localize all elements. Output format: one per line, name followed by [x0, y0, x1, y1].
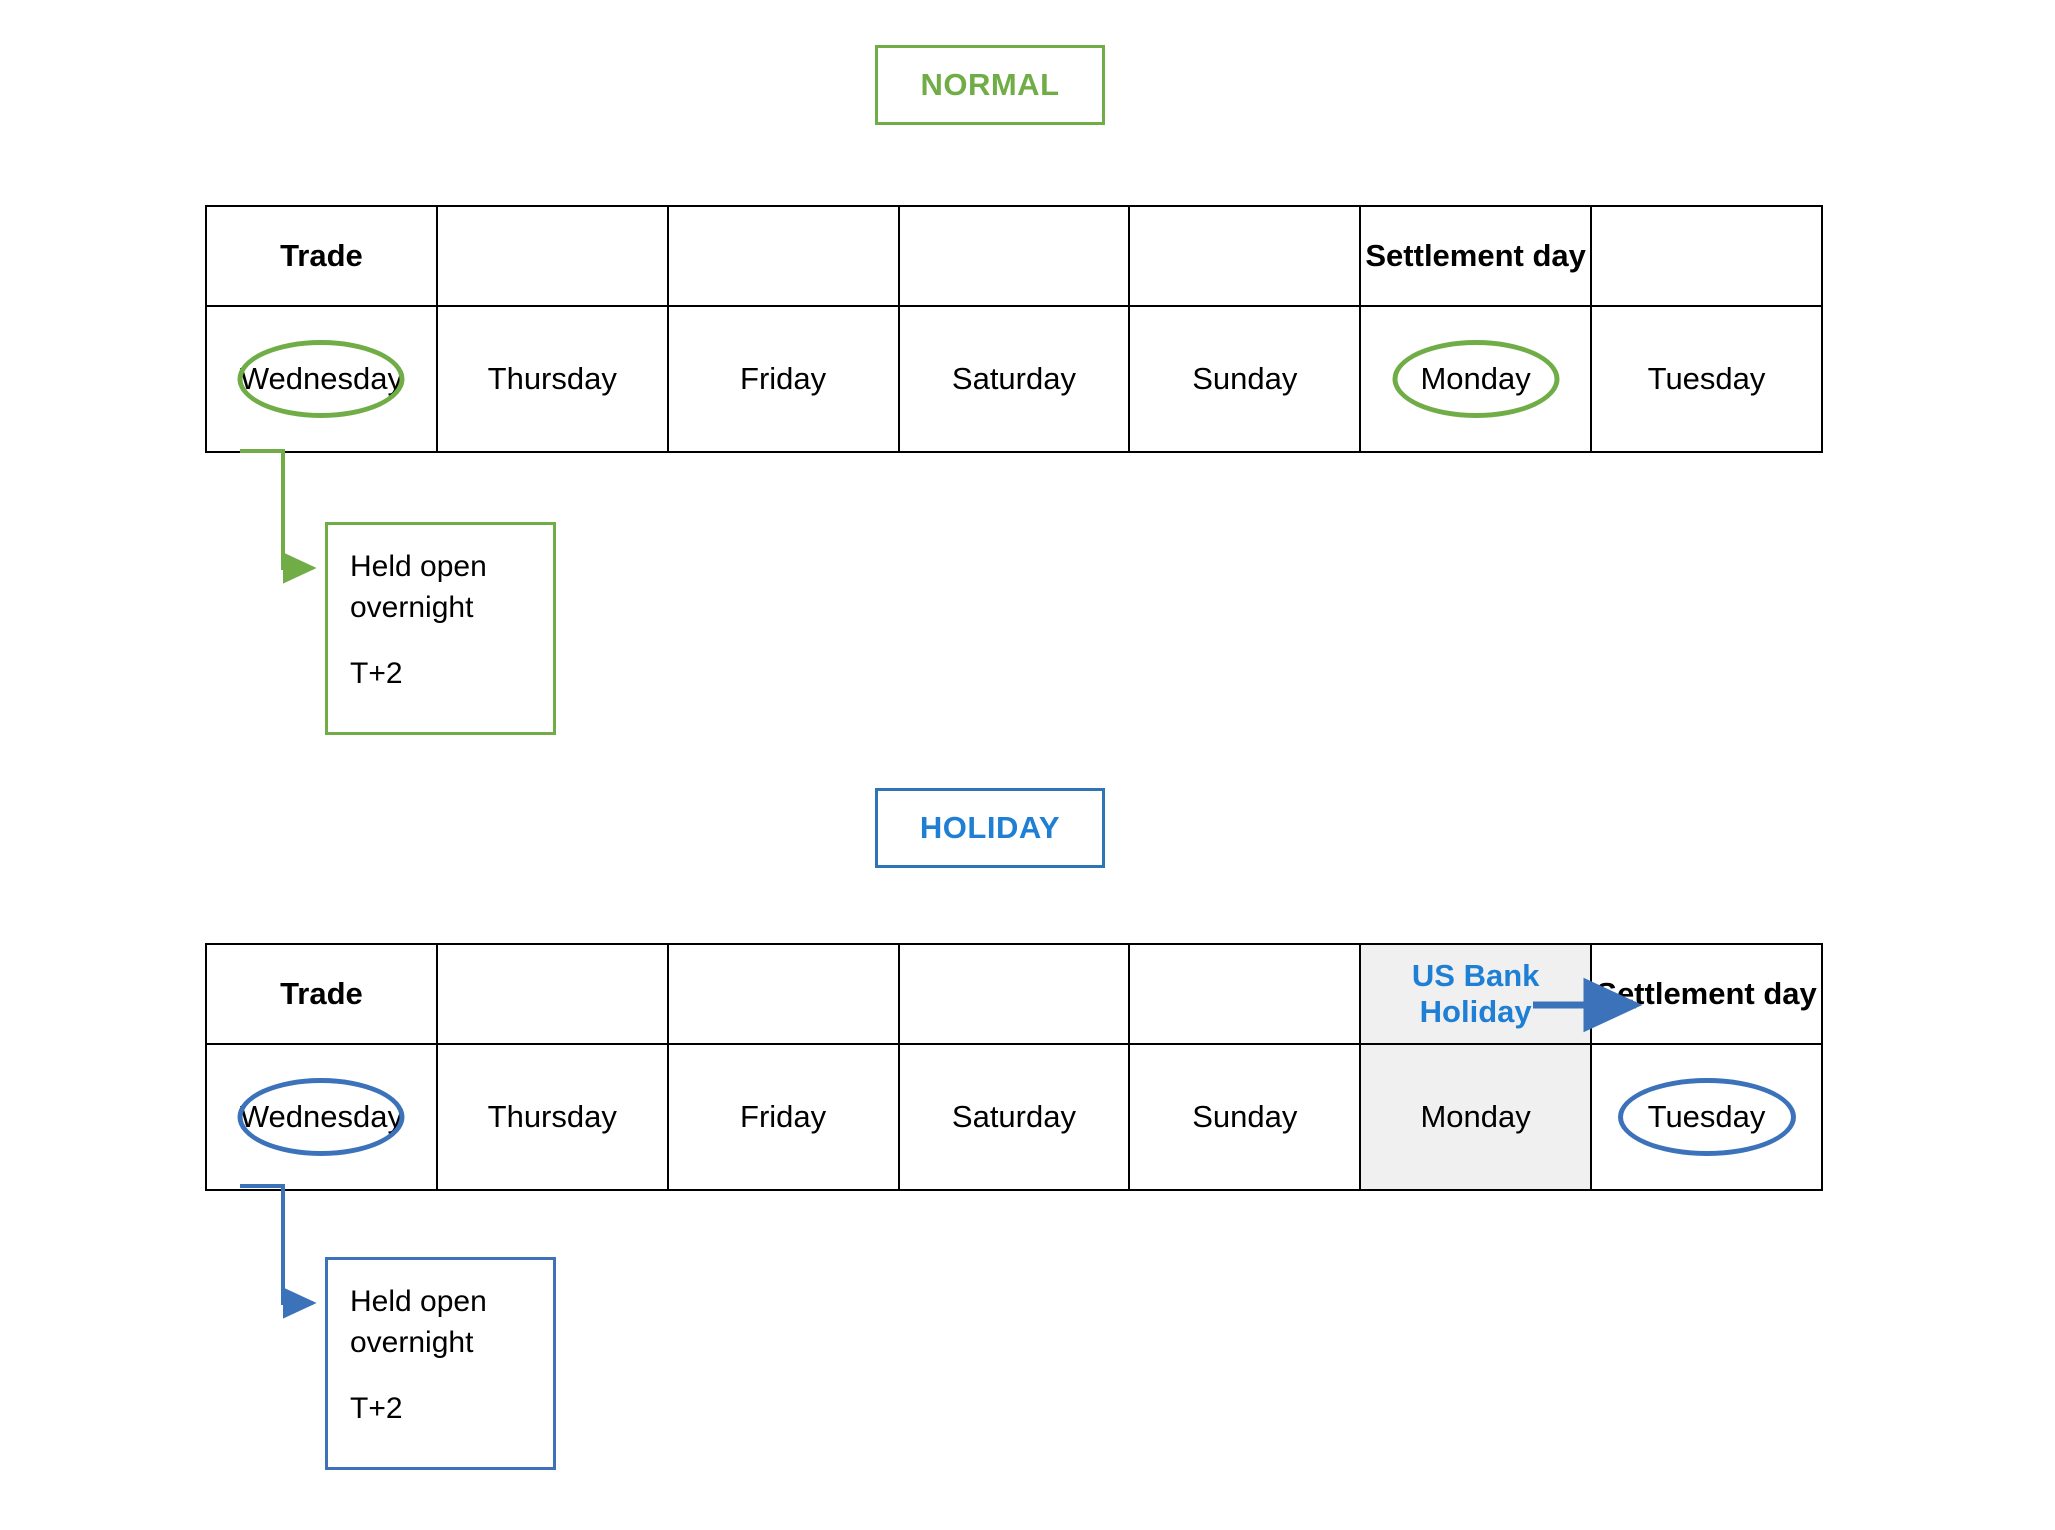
note-line-2: overnight — [350, 1325, 474, 1359]
day-cell-thursday: Thursday — [435, 305, 669, 453]
table-day-row: Wednesday Thursday Friday Saturday Sunda… — [205, 1043, 1823, 1191]
connector-arrow-holiday — [240, 1184, 317, 1319]
note-line-3: T+2 — [350, 657, 403, 690]
day-cell-monday: Monday — [1359, 1043, 1593, 1191]
header-cell-blank-5 — [1590, 205, 1823, 307]
day-cell-friday: Friday — [666, 305, 900, 453]
day-cell-wednesday: Wednesday — [205, 305, 438, 453]
day-cell-monday: Monday — [1359, 305, 1593, 453]
section-badge-normal-label: NORMAL — [920, 67, 1060, 102]
connector-arrow-normal — [240, 449, 317, 584]
highlight-circle-wednesday: Wednesday — [234, 1099, 409, 1135]
day-cell-sunday: Sunday — [1128, 305, 1362, 453]
header-cell-blank-1 — [435, 943, 669, 1045]
header-cell-blank-2 — [666, 205, 900, 307]
day-cell-tuesday: Tuesday — [1590, 305, 1823, 453]
note-spacer — [350, 628, 553, 654]
header-cell-blank-3 — [897, 205, 1131, 307]
day-cell-tuesday: Tuesday — [1590, 1043, 1823, 1191]
normal-day-table: Trade Settlement day Wednesday Thursday … — [205, 205, 1823, 453]
day-label-wednesday: Wednesday — [239, 361, 403, 396]
day-cell-wednesday: Wednesday — [205, 1043, 438, 1191]
header-cell-blank-1 — [435, 205, 669, 307]
note-box-holiday: Held open overnight T+2 — [325, 1257, 556, 1470]
section-badge-holiday-label: HOLIDAY — [919, 810, 1061, 845]
header-cell-blank-4 — [1128, 943, 1362, 1045]
note-line-3: T+2 — [350, 1392, 403, 1425]
header-cell-blank-2 — [666, 943, 900, 1045]
day-label-tuesday: Tuesday — [1647, 1099, 1766, 1134]
header-cell-trade: Trade — [205, 943, 438, 1045]
header-cell-blank-4 — [1128, 205, 1362, 307]
day-cell-saturday: Saturday — [897, 305, 1131, 453]
note-line-1: Held open — [350, 1285, 487, 1318]
note-line-2: overnight — [350, 590, 474, 624]
note-box-normal: Held open overnight T+2 — [325, 522, 556, 735]
highlight-circle-tuesday: Tuesday — [1642, 1099, 1772, 1135]
day-cell-thursday: Thursday — [435, 1043, 669, 1191]
holiday-day-table: Trade US Bank Holiday Settlement day Wed… — [205, 943, 1823, 1191]
table-header-row: Trade US Bank Holiday Settlement day — [205, 943, 1823, 1045]
header-cell-us-bank-holiday: US Bank Holiday — [1359, 943, 1593, 1045]
note-line-1: Held open — [350, 550, 487, 583]
section-badge-normal: NORMAL — [875, 45, 1105, 125]
day-cell-saturday: Saturday — [897, 1043, 1131, 1191]
header-cell-blank-3 — [897, 943, 1131, 1045]
header-cell-settlement-day: Settlement day — [1359, 205, 1593, 307]
highlight-circle-wednesday: Wednesday — [234, 361, 409, 397]
header-cell-settlement-day: Settlement day — [1590, 943, 1823, 1045]
header-cell-trade: Trade — [205, 205, 438, 307]
day-cell-friday: Friday — [666, 1043, 900, 1191]
table-header-row: Trade Settlement day — [205, 205, 1823, 307]
table-day-row: Wednesday Thursday Friday Saturday Sunda… — [205, 305, 1823, 453]
day-cell-sunday: Sunday — [1128, 1043, 1362, 1191]
highlight-circle-monday: Monday — [1414, 361, 1536, 397]
day-label-wednesday: Wednesday — [239, 1099, 403, 1134]
day-label-monday: Monday — [1420, 361, 1531, 396]
note-spacer — [350, 1363, 553, 1389]
section-badge-holiday: HOLIDAY — [875, 788, 1105, 868]
